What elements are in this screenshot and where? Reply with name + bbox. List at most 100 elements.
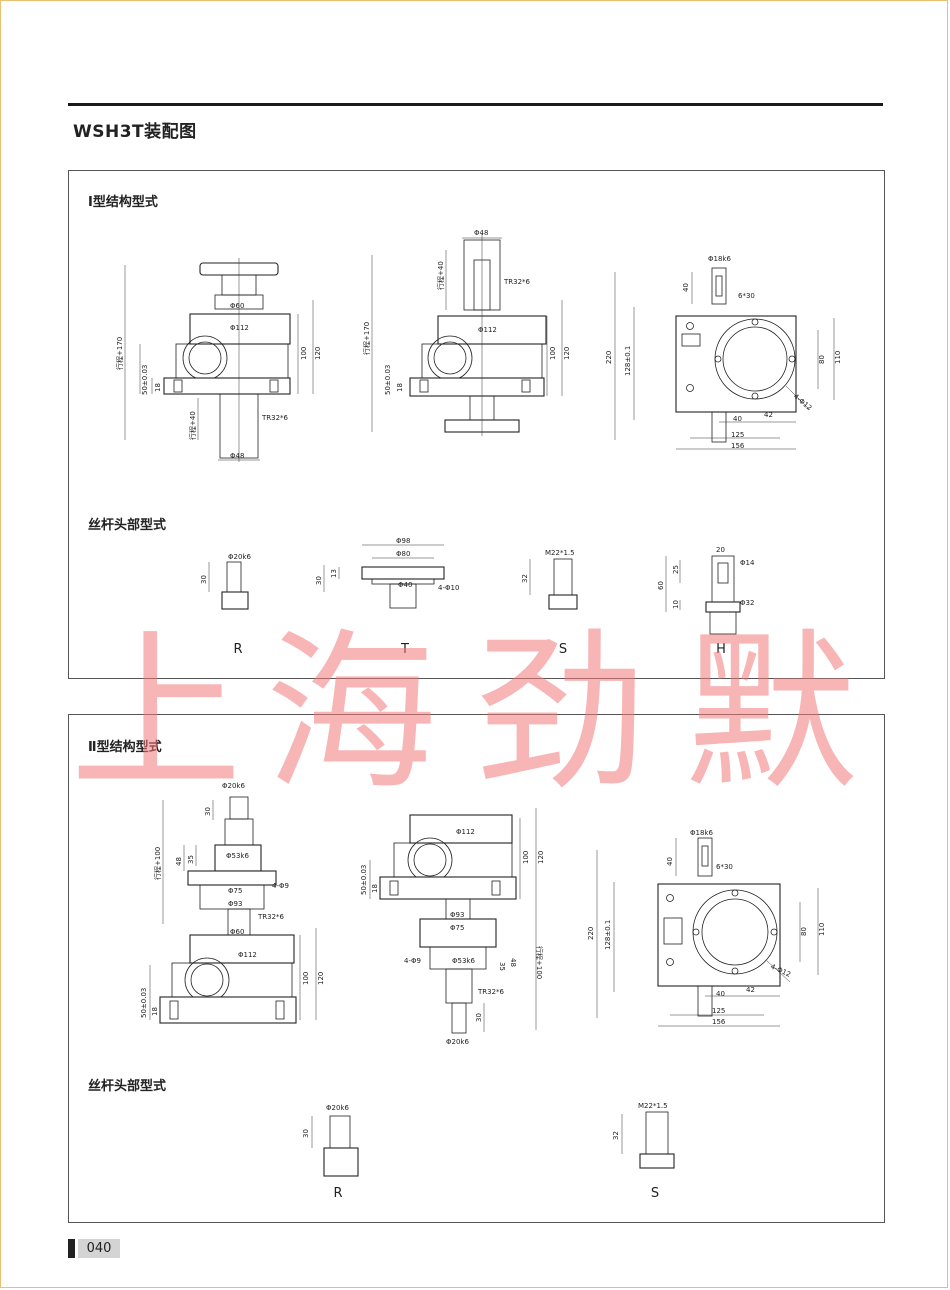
tip-r-label: R — [233, 642, 243, 657]
type-2-tip-r: Φ20k6 30 — [302, 1104, 359, 1177]
c-key: 6*30 — [738, 292, 755, 300]
a-thread: TR32*6 — [261, 414, 289, 422]
c-w40: 40 — [733, 415, 742, 423]
svg-text:Φ80: Φ80 — [396, 550, 410, 558]
e-h100: 100 — [522, 851, 530, 864]
e-h30: 30 — [475, 1013, 483, 1022]
svg-text:10: 10 — [672, 600, 680, 609]
tip-s-label: S — [558, 642, 568, 657]
c-h110: 110 — [834, 351, 842, 364]
type-2-heading: Ⅱ型结构型式 — [88, 740, 162, 755]
svg-text:30: 30 — [200, 575, 208, 584]
svg-text:M22*1.5: M22*1.5 — [545, 549, 575, 557]
page-number-marker — [68, 1239, 75, 1258]
c-h128: 128±0.1 — [624, 346, 632, 376]
d-h48: 48 — [175, 857, 183, 866]
f-h128: 128±0.1 — [604, 920, 612, 950]
a-h100: 100 — [300, 347, 308, 360]
svg-text:30: 30 — [315, 576, 323, 585]
a-d60: Φ60 — [230, 302, 244, 310]
e-h120: 120 — [537, 851, 545, 864]
type-2-front-view-a: Φ20k6 Φ53k6 Φ75 Φ93 4-Φ9 TR32*6 Φ60 Φ112… — [140, 782, 325, 1024]
svg-text:Φ20k6: Φ20k6 — [228, 553, 251, 561]
tip-t-label: T — [401, 642, 409, 657]
f-w40: 40 — [716, 990, 725, 998]
type-1-heading: Ⅰ型结构型式 — [88, 195, 158, 210]
a-h50: 50±0.03 — [141, 365, 149, 395]
svg-text:Φ32: Φ32 — [740, 599, 754, 607]
type-1-side-view: Φ18k6 6*30 40 220 128±0.1 80 110 40 42 1… — [605, 255, 842, 450]
e-d75: Φ75 — [450, 924, 464, 932]
b-h50: 50±0.03 — [384, 365, 392, 395]
d-h18: 18 — [151, 1007, 159, 1016]
type-1-front-view-b: Φ48 TR32*6 Φ112 100 120 行程+170 50±0.03 1… — [362, 229, 571, 436]
e-d112: Φ112 — [456, 828, 475, 836]
e-h35: 35 — [498, 962, 506, 971]
type-2-tip-r-label: R — [333, 1186, 343, 1201]
d-d93: Φ93 — [228, 900, 242, 908]
e-h50: 50±0.03 — [360, 865, 368, 895]
f-w125: 125 — [712, 1007, 725, 1015]
watermark-char-2: 海 — [265, 613, 437, 814]
a-h18: 18 — [154, 383, 162, 392]
f-h110: 110 — [818, 923, 826, 936]
f-key: 6*30 — [716, 863, 733, 871]
watermark-char-3: 劲 — [475, 613, 647, 814]
a-stroke-short: 行程+40 — [188, 411, 197, 440]
b-d48: Φ48 — [474, 229, 488, 237]
type-2-front-view-b: Φ112 Φ93 Φ75 Φ53k6 4-Φ9 TR32*6 Φ20k6 100… — [360, 808, 545, 1046]
type-2-side-view: Φ18k6 6*30 40 220 128±0.1 80 110 40 42 1… — [587, 829, 826, 1027]
svg-text:13: 13 — [330, 569, 338, 578]
e-d20k6: Φ20k6 — [446, 1038, 469, 1046]
d-h120: 120 — [317, 972, 325, 985]
b-h18: 18 — [396, 383, 404, 392]
d-d75: Φ75 — [228, 887, 242, 895]
watermark-char-1: 上 — [70, 613, 242, 814]
f-h220: 220 — [587, 927, 595, 940]
d-h50: 50±0.03 — [140, 988, 148, 1018]
d-h35: 35 — [187, 855, 195, 864]
svg-text:30: 30 — [302, 1129, 310, 1138]
type-1-tip-t: Φ98 Φ80 Φ40 4-Φ10 30 13 — [315, 537, 459, 609]
f-w156: 156 — [712, 1018, 726, 1026]
a-h120: 120 — [314, 347, 322, 360]
b-stroke: 行程+170 — [362, 322, 371, 355]
svg-text:25: 25 — [672, 565, 680, 574]
a-d112: Φ112 — [230, 324, 249, 332]
b-stroke-short: 行程+40 — [436, 261, 445, 290]
f-d18k6: Φ18k6 — [690, 829, 713, 837]
type-1-tip-s: M22*1.5 32 — [521, 549, 578, 610]
e-h48: 48 — [509, 958, 517, 967]
d-d60: Φ60 — [230, 928, 244, 936]
e-thread: TR32*6 — [477, 988, 505, 996]
d-stroke: 行程+100 — [153, 847, 162, 880]
f-h80: 80 — [800, 927, 808, 936]
svg-text:Φ40: Φ40 — [398, 581, 412, 589]
d-thread: TR32*6 — [257, 913, 285, 921]
d-h100: 100 — [302, 972, 310, 985]
d-d53k6: Φ53k6 — [226, 852, 249, 860]
b-h100: 100 — [549, 347, 557, 360]
e-d53k6: Φ53k6 — [452, 957, 475, 965]
svg-text:60: 60 — [657, 581, 665, 590]
e-stroke: 行程+100 — [535, 946, 544, 979]
a-d48: Φ48 — [230, 452, 244, 460]
type-2-tip-s: M22*1.5 32 — [612, 1102, 675, 1169]
tip-h-label: H — [716, 642, 726, 657]
c-w156: 156 — [731, 442, 745, 450]
type-1-tip-r: Φ20k6 30 — [200, 553, 251, 610]
type-2-tip-heading: 丝杆头部型式 — [88, 1079, 167, 1094]
type-1-tip-heading: 丝杆头部型式 — [88, 518, 167, 533]
f-w42: 42 — [746, 986, 755, 994]
e-h18: 18 — [371, 884, 379, 893]
page-title: WSH3T装配图 — [73, 122, 197, 142]
c-k40: 40 — [682, 283, 690, 292]
svg-text:32: 32 — [612, 1131, 620, 1140]
svg-text:M22*1.5: M22*1.5 — [638, 1102, 668, 1110]
d-d112: Φ112 — [238, 951, 257, 959]
e-holes9: 4-Φ9 — [404, 957, 421, 965]
watermark-char-4: 默 — [685, 613, 857, 814]
d-holes9: 4-Φ9 — [272, 882, 289, 890]
